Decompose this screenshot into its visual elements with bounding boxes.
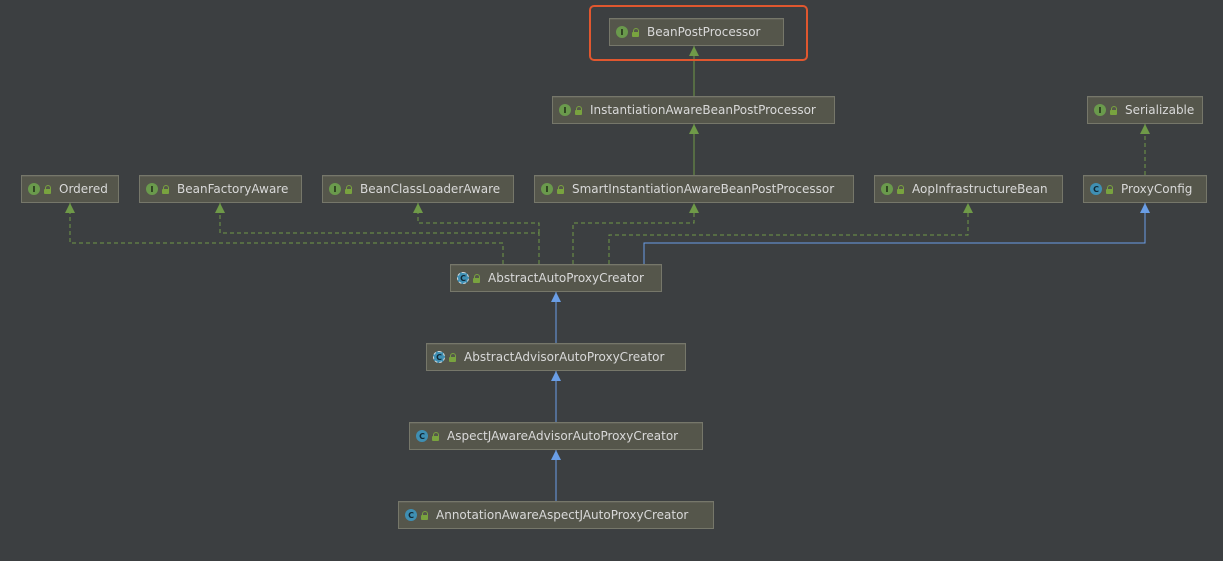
- edge-arrowhead: [689, 203, 699, 213]
- node-label: AnnotationAwareAspectJAutoProxyCreator: [436, 508, 689, 522]
- lock-icon: [448, 352, 457, 362]
- interface-icon: I: [541, 183, 553, 195]
- node-aspectj-aware-advisor-auto-proxy-creator[interactable]: C AspectJAwareAdvisorAutoProxyCreator: [409, 422, 703, 450]
- node-bean-class-loader-aware[interactable]: I BeanClassLoaderAware: [322, 175, 514, 203]
- edge-line: [608, 203, 969, 264]
- lock-icon: [344, 184, 353, 194]
- interface-icon: I: [616, 26, 628, 38]
- lock-icon: [161, 184, 170, 194]
- node-bean-factory-aware[interactable]: I BeanFactoryAware: [139, 175, 302, 203]
- lock-icon: [556, 184, 565, 194]
- edge-arrowhead: [1140, 203, 1150, 213]
- node-annotation-aware-aspectj-auto-proxy-creator[interactable]: C AnnotationAwareAspectJAutoProxyCreator: [398, 501, 714, 529]
- node-label: BeanClassLoaderAware: [360, 182, 501, 196]
- lock-icon: [43, 184, 52, 194]
- node-serializable[interactable]: I Serializable: [1087, 96, 1203, 124]
- lock-icon: [1105, 184, 1114, 194]
- node-label: AbstractAutoProxyCreator: [488, 271, 644, 285]
- edge-arrowhead: [1140, 124, 1150, 134]
- class-icon: C: [405, 509, 417, 521]
- lock-icon: [631, 27, 640, 37]
- interface-icon: I: [559, 104, 571, 116]
- node-label: AspectJAwareAdvisorAutoProxyCreator: [447, 429, 679, 443]
- abstract-class-icon: C: [457, 272, 469, 284]
- node-label: BeanPostProcessor: [647, 25, 761, 39]
- class-icon: C: [1090, 183, 1102, 195]
- edge-line: [219, 203, 540, 264]
- lock-icon: [472, 273, 481, 283]
- interface-icon: I: [1094, 104, 1106, 116]
- node-ordered[interactable]: I Ordered: [21, 175, 119, 203]
- node-label: BeanFactoryAware: [177, 182, 289, 196]
- node-label: Ordered: [59, 182, 108, 196]
- edge-line: [643, 203, 1146, 264]
- interface-icon: I: [28, 183, 40, 195]
- node-label: ProxyConfig: [1121, 182, 1193, 196]
- edge-arrowhead: [689, 124, 699, 134]
- edge-arrowhead: [551, 292, 561, 302]
- edge-arrowhead: [963, 203, 973, 213]
- edge-arrowhead: [689, 46, 699, 56]
- lock-icon: [896, 184, 905, 194]
- node-smart-instantiation-aware-bean-post-processor[interactable]: I SmartInstantiationAwareBeanPostProcess…: [534, 175, 854, 203]
- node-instantiation-aware-bean-post-processor[interactable]: I InstantiationAwareBeanPostProcessor: [552, 96, 835, 124]
- node-label: SmartInstantiationAwareBeanPostProcessor: [572, 182, 835, 196]
- edge-arrowhead: [551, 371, 561, 381]
- class-icon: C: [416, 430, 428, 442]
- interface-icon: I: [146, 183, 158, 195]
- lock-icon: [574, 105, 583, 115]
- lock-icon: [431, 431, 440, 441]
- node-label: Serializable: [1125, 103, 1195, 117]
- node-label: AbstractAdvisorAutoProxyCreator: [464, 350, 665, 364]
- node-abstract-advisor-auto-proxy-creator[interactable]: C AbstractAdvisorAutoProxyCreator: [426, 343, 686, 371]
- edge-arrowhead: [551, 450, 561, 460]
- node-proxy-config[interactable]: C ProxyConfig: [1083, 175, 1207, 203]
- node-bean-post-processor[interactable]: I BeanPostProcessor: [609, 18, 784, 46]
- abstract-class-icon: C: [433, 351, 445, 363]
- node-label: InstantiationAwareBeanPostProcessor: [590, 103, 816, 117]
- lock-icon: [420, 510, 429, 520]
- node-abstract-auto-proxy-creator[interactable]: C AbstractAutoProxyCreator: [450, 264, 662, 292]
- lock-icon: [1109, 105, 1118, 115]
- edge-line: [69, 203, 504, 264]
- node-aop-infrastructure-bean[interactable]: I AopInfrastructureBean: [874, 175, 1063, 203]
- edge-arrowhead: [65, 203, 75, 213]
- edge-arrowhead: [413, 203, 423, 213]
- interface-icon: I: [881, 183, 893, 195]
- interface-icon: I: [329, 183, 341, 195]
- edge-line: [417, 203, 540, 233]
- node-label: AopInfrastructureBean: [912, 182, 1048, 196]
- edge-line: [572, 203, 695, 264]
- edge-arrowhead: [215, 203, 225, 213]
